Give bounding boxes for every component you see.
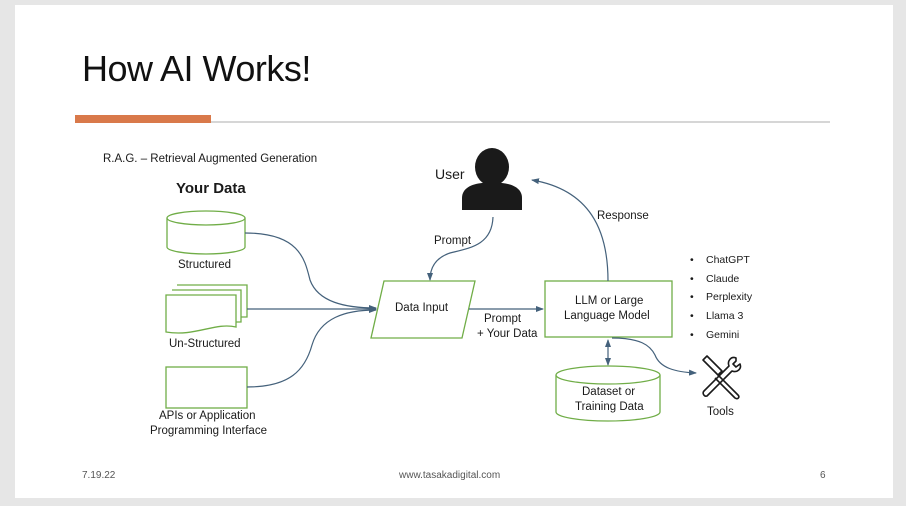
footer-page-number: 6 bbox=[820, 470, 826, 481]
title-divider bbox=[211, 121, 830, 123]
prompt-label: Prompt bbox=[434, 235, 472, 247]
list-item: Gemini bbox=[690, 328, 752, 347]
llm-models-list: ChatGPT Claude Perplexity Llama 3 Gemini bbox=[690, 253, 752, 346]
title-accent-bar bbox=[75, 115, 211, 123]
data-input-label: Data Input bbox=[395, 302, 449, 314]
database-cylinder-icon bbox=[166, 210, 246, 255]
dataset-label-line2: Training Data bbox=[575, 401, 644, 413]
footer-website: www.tasakadigital.com bbox=[399, 470, 501, 481]
arrow-api-to-input bbox=[246, 307, 377, 388]
dataset-cylinder-icon bbox=[555, 365, 661, 422]
your-data-heading: Your Data bbox=[176, 180, 246, 197]
slide-title: How AI Works! bbox=[82, 48, 311, 89]
wrench-screwdriver-icon bbox=[702, 355, 742, 400]
structured-label: Structured bbox=[178, 259, 232, 271]
person-silhouette-icon bbox=[462, 148, 522, 210]
arrow-structured-to-input bbox=[244, 232, 377, 311]
dataset-label-line1: Dataset or bbox=[582, 386, 636, 398]
llm-label-line2: Language Model bbox=[564, 310, 650, 322]
footer-date: 7.19.22 bbox=[82, 470, 116, 481]
api-label-line2: Programming Interface bbox=[150, 425, 267, 437]
user-label: User bbox=[435, 166, 465, 182]
tools-label: Tools bbox=[707, 406, 734, 418]
arrow-llm-to-tools bbox=[611, 337, 697, 376]
data-input-shape bbox=[370, 280, 476, 339]
api-label-line1: APIs or Application bbox=[159, 410, 256, 422]
list-item: Perplexity bbox=[690, 290, 752, 309]
arrow-llm-to-user bbox=[531, 178, 609, 282]
list-item: Claude bbox=[690, 272, 752, 291]
multiple-documents-icon bbox=[165, 284, 248, 334]
list-item: Llama 3 bbox=[690, 309, 752, 328]
unstructured-label: Un-Structured bbox=[169, 338, 241, 350]
prompt-your-data-line2: + Your Data bbox=[477, 328, 538, 340]
list-item: ChatGPT bbox=[690, 253, 752, 272]
rectangle-process-icon bbox=[165, 366, 248, 409]
prompt-your-data-line1: Prompt bbox=[484, 313, 522, 325]
llm-box bbox=[544, 280, 673, 338]
rag-subtitle: R.A.G. – Retrieval Augmented Generation bbox=[103, 153, 318, 165]
arrow-user-to-input bbox=[427, 216, 494, 281]
llm-label-line1: LLM or Large bbox=[575, 295, 644, 307]
response-label: Response bbox=[597, 210, 649, 222]
